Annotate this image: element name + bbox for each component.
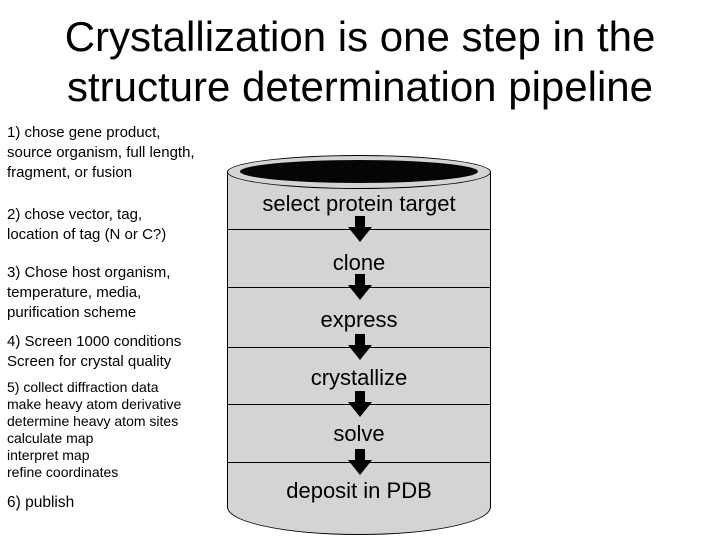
step-5: 5) collect diffraction data make heavy a… bbox=[7, 379, 182, 480]
down-arrow-icon bbox=[348, 216, 372, 242]
step-3: 3) Chose host organism, temperature, med… bbox=[7, 264, 171, 321]
stage-label-crystallize: crystallize bbox=[310, 365, 408, 390]
step-1: 1) chose gene product, source organism, … bbox=[7, 124, 195, 181]
stage-label-deposit-in-pdb: deposit in PDB bbox=[286, 478, 432, 503]
stage-label-express: express bbox=[320, 307, 398, 332]
step-6: 6) publish bbox=[7, 494, 75, 511]
step-2: 2) chose vector, tag, location of tag (N… bbox=[7, 206, 167, 243]
cylinder-top-ellipse bbox=[227, 155, 491, 189]
down-arrow-icon bbox=[348, 334, 372, 360]
slide-title: Crystallization is one step in the struc… bbox=[64, 13, 656, 110]
step-4: 4) Screen 1000 conditions Screen for cry… bbox=[7, 333, 182, 370]
cylinder-opening bbox=[240, 160, 478, 183]
down-arrow-icon bbox=[348, 391, 372, 417]
stage-label-solve: solve bbox=[333, 421, 385, 446]
pipeline-cylinder: select protein target clone express crys… bbox=[227, 155, 491, 535]
down-arrow-icon bbox=[348, 274, 372, 300]
stage-label-clone: clone bbox=[332, 250, 386, 275]
down-arrow-icon bbox=[348, 449, 372, 475]
stage-label-select-protein-target: select protein target bbox=[262, 191, 456, 216]
